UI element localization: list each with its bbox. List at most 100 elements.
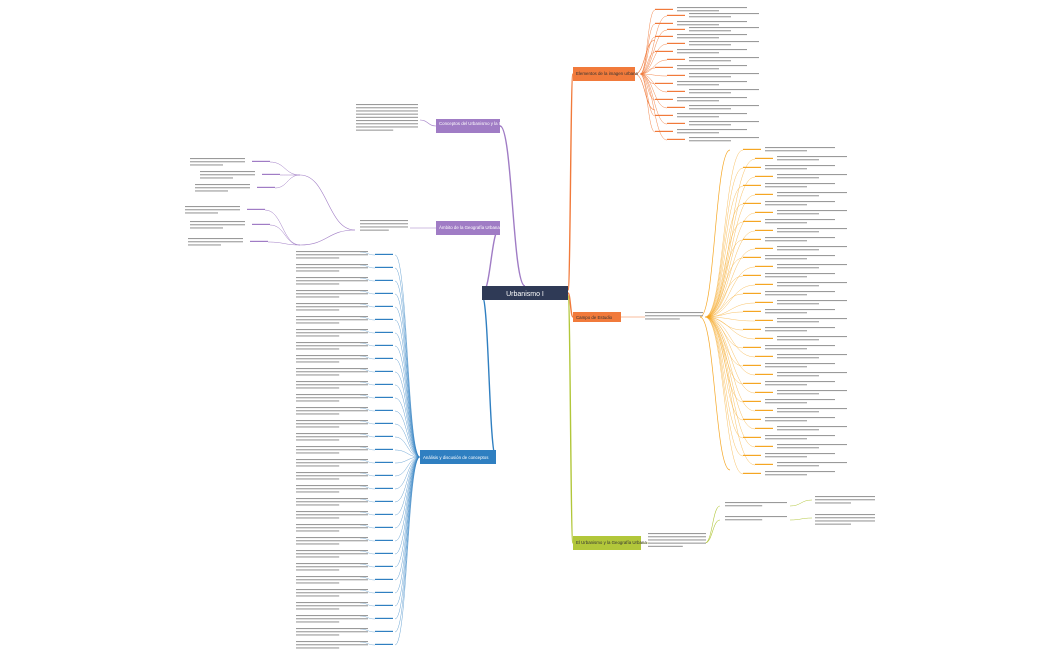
leaf-text-line [777,444,847,446]
sub-node-label [375,357,393,359]
branch-conceptos-label: Conceptos del Urbanismo y la Geografía U… [439,121,534,126]
branch-campo[interactable]: Campo de Estudio [573,312,621,322]
branch-elementos[interactable]: Elementos de la imagen urbana [573,67,639,81]
leaf-text-line [765,330,807,332]
leaf-text-line [777,390,847,392]
connector-line [704,316,756,322]
leaf-text-line [360,229,389,231]
sub-node-label [375,344,393,346]
leaf-text-line [765,471,835,473]
connector-line [394,456,421,516]
connector-line [704,284,756,318]
leaf-text-line [765,417,835,419]
leaf-text-line [777,465,819,467]
sub-node-label [743,292,761,294]
branch-campo-label: Campo de Estudio [576,315,613,320]
connector-line [499,125,526,287]
branch-campo-box [573,312,621,322]
leaf-text-line [296,257,340,259]
branch-analisis-box [420,450,496,464]
connector-line [269,224,301,246]
connector-line [394,280,421,458]
leaf-text-line [777,228,847,230]
branch-conceptos-label-text: Conceptos del Urbanismo y la Geografía U… [439,121,534,126]
leaf-text-line [356,110,418,112]
leaf-text-line [777,462,847,464]
leaf-text-line [296,472,368,474]
sub-node-label [375,630,393,632]
branch-conceptos[interactable]: Conceptos del Urbanismo y la Geografía U… [436,119,534,133]
sub-node-label [755,409,773,411]
branch-analisis[interactable]: Análisis y discusión de conceptos [420,450,496,464]
leaf-text-line [296,322,340,324]
leaf-text-line [677,97,747,99]
leaf-text-line [296,602,368,604]
sub-node-label [375,526,393,528]
connector-line [394,293,421,458]
branch-ambito[interactable]: Ámbito de la Geografía Urbana [436,221,500,235]
connector-line [704,316,756,466]
sub-node-label [375,396,393,398]
sub-node-label [755,391,773,393]
sub-node-label [755,301,773,303]
leaf-text-line [815,514,875,516]
sub-node-label [375,253,393,255]
leaf-text-line [296,397,368,399]
leaf-text-line [689,140,731,142]
connector-line [394,397,421,458]
leaf-text-line [777,210,847,212]
connector-line [704,316,756,448]
leaf-text-line [777,159,819,161]
leaf-text-line [296,335,340,337]
sub-node-label [257,186,275,188]
branch-urbanismo-geografia[interactable]: El Urbanismo y la Geografía Urbana [573,536,647,550]
leaf-text-line [677,113,747,115]
connector-line [299,174,356,231]
leaf-text-line [296,267,368,269]
sub-node-label [743,418,761,420]
leaf-text-line [765,309,835,311]
leaf-text-line [677,34,747,36]
leaf-text-line [645,315,703,317]
leaf-text-line [296,579,368,581]
connector-line [567,295,574,544]
leaf-text-line [777,336,847,338]
leaf-text-line [296,647,340,649]
leaf-text-line [777,195,819,197]
sub-node-label [375,409,393,411]
leaf-text-line [356,113,418,115]
leaf-text-line [677,10,719,12]
leaf-text-line [296,644,368,646]
leaf-text-line [765,273,835,275]
connector-line [394,456,421,529]
leaf-text-line [296,631,368,633]
leaf-text-line [689,13,759,15]
connector-line [789,517,813,521]
leaf-text-line [777,156,847,158]
leaf-text-line [296,303,368,305]
connector-line [704,194,756,318]
leaf-text-line [725,516,787,518]
sub-node-label [667,74,685,76]
leaf-text-line [765,168,807,170]
leaf-text-line [777,246,847,248]
leaf-text-line [777,393,819,395]
leaf-text-line [296,270,340,272]
leaf-text-line [195,190,228,192]
leaf-text-line [677,100,719,102]
leaf-text-line [190,221,245,223]
sub-node-label [375,643,393,645]
leaf-text-line [296,498,368,500]
leaf-text-line [648,545,683,547]
connector-line [394,371,421,458]
leaf-text-line [765,204,807,206]
root-node[interactable]: Urbanismo I [482,286,568,300]
leaf-text-line [765,291,835,293]
connector-line [704,316,744,475]
leaf-text-line [296,491,340,493]
leaf-text-line [356,126,418,128]
leaf-text-line [815,523,851,525]
connector-line [634,39,656,75]
leaf-text-line [356,104,418,106]
leaf-text-line [200,171,255,173]
